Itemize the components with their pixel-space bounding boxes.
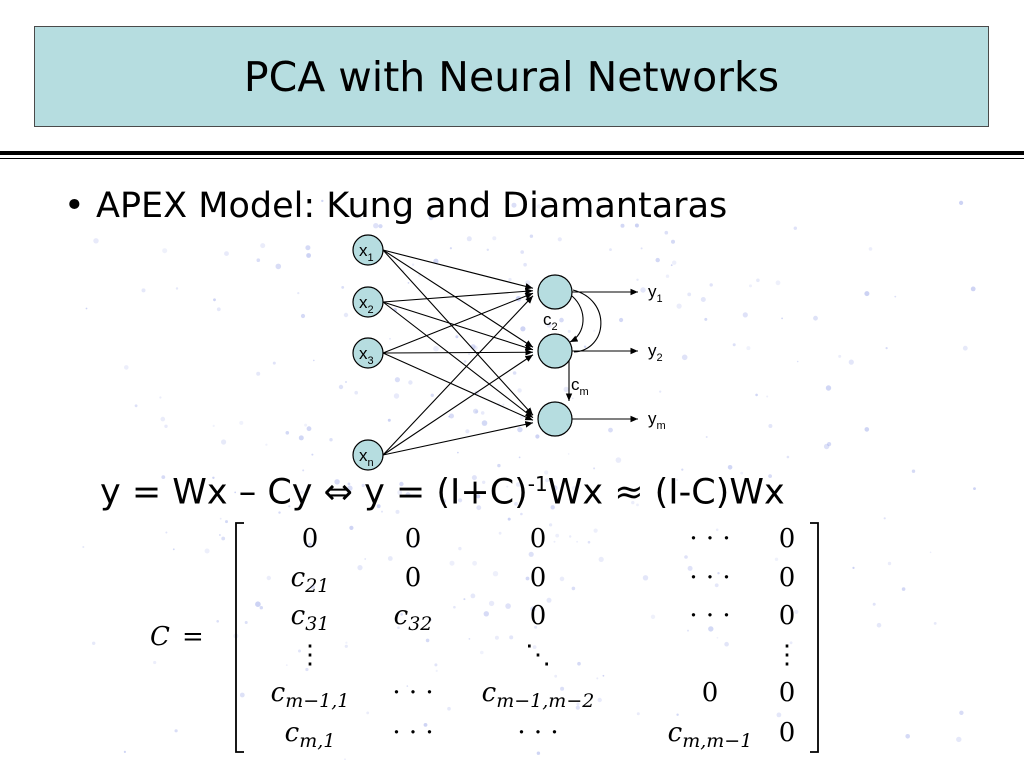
matrix-cell: ⋱ [525, 640, 551, 670]
output-node-label: y2 [648, 341, 663, 364]
matrix-cell: c32 [394, 601, 433, 635]
title-rule-thin [0, 158, 1024, 159]
network-nodes: x1 x2 x3 xn y1 y2 ym c2 cm [352, 234, 666, 471]
matrix-cell: cm,m−1 [668, 718, 753, 752]
matrix-cell: cm−1,1 [271, 678, 350, 712]
matrix-cell: · · · [517, 718, 558, 748]
title-rule-thick [0, 151, 1024, 155]
equation-part3: Wx [547, 472, 615, 513]
matrix-cell: ⋮ [774, 640, 800, 670]
matrix-cell: 0 [405, 524, 422, 554]
matrix-lhs: C [150, 622, 170, 652]
equation-part1: y = Wx – Cy [100, 472, 324, 513]
lateral-weight-label: cm [571, 375, 589, 398]
apex-equation: y = Wx – Cy ⇔ y = (I+C)-1Wx ≈ (I-C)Wx [100, 472, 785, 513]
bullet-text: APEX Model: Kung and Diamantaras [96, 186, 728, 226]
matrix-cell: ⋮ [297, 640, 323, 670]
input-output-edge [382, 288, 534, 303]
matrix-left-bracket [235, 522, 244, 753]
matrix-cell: 0 [779, 563, 796, 593]
matrix-cell: · · · [689, 524, 730, 554]
input-node-label: xn [359, 446, 374, 469]
matrix-cell: 0 [779, 601, 796, 631]
matrix-cell: · · · [392, 718, 433, 748]
output-node [537, 401, 573, 437]
matrix-cell: 0 [779, 678, 796, 708]
input-node-label: x2 [359, 293, 374, 316]
input-output-edge [382, 249, 534, 416]
title-box: PCA with Neural Networks [34, 26, 989, 127]
bullet-item: • APEX Model: Kung and Diamantaras [64, 186, 727, 226]
bullet-dot-icon: • [64, 186, 85, 226]
input-output-edge [382, 249, 534, 348]
input-output-edge [382, 421, 534, 456]
equation-part4: (I-C)Wx [643, 472, 785, 513]
matrix-cell: 0 [530, 524, 547, 554]
matrix-cell: c21 [291, 563, 330, 597]
matrix-cell: cm−1,m−2 [482, 678, 595, 712]
matrix-cell: 0 [702, 678, 719, 708]
matrix-cell: 0 [302, 524, 319, 554]
matrix-cell: · · · [689, 601, 730, 631]
input-node-label: x1 [359, 241, 374, 264]
input-output-edge [382, 354, 534, 456]
lateral-edge-c2 [569, 295, 584, 343]
equation-exponent: -1 [527, 472, 548, 496]
lateral-weight-label: c2 [543, 310, 558, 333]
matrix-cell: 0 [779, 524, 796, 554]
output-node [537, 274, 573, 310]
input-node [352, 286, 384, 318]
lateral-edge-outer [572, 289, 602, 353]
input-output-edge [382, 301, 534, 351]
matrix-right-bracket [810, 522, 819, 753]
input-output-edge [382, 348, 534, 356]
connection-edges [382, 249, 638, 456]
output-node-label: ym [648, 409, 666, 432]
input-output-edge [382, 352, 534, 421]
equation-part2: y = (I+C) [352, 472, 528, 513]
matrix-cell: c31 [291, 601, 330, 635]
matrix-cell: cm,1 [285, 718, 336, 752]
matrix-cell: · · · [689, 563, 730, 593]
output-node [537, 333, 573, 369]
slide-title: PCA with Neural Networks [243, 52, 780, 101]
matrix-cell: · · · [392, 678, 433, 708]
output-node-label: y1 [648, 282, 663, 305]
matrix-cell: 0 [530, 563, 547, 593]
input-output-edge [382, 295, 534, 456]
approx-symbol: ≈ [614, 472, 644, 513]
input-node [352, 337, 384, 369]
input-output-edge [382, 249, 534, 290]
input-node [352, 234, 384, 266]
input-output-edge [382, 292, 534, 354]
matrix-cell: 0 [530, 601, 547, 631]
input-node-label: x3 [359, 344, 374, 367]
input-node [352, 439, 384, 471]
matrix-equals: = [182, 622, 204, 652]
matrix-cell: 0 [405, 563, 422, 593]
input-output-edge [382, 301, 534, 419]
matrix-cell: 0 [779, 718, 796, 748]
equivalence-symbol: ⇔ [323, 472, 353, 513]
